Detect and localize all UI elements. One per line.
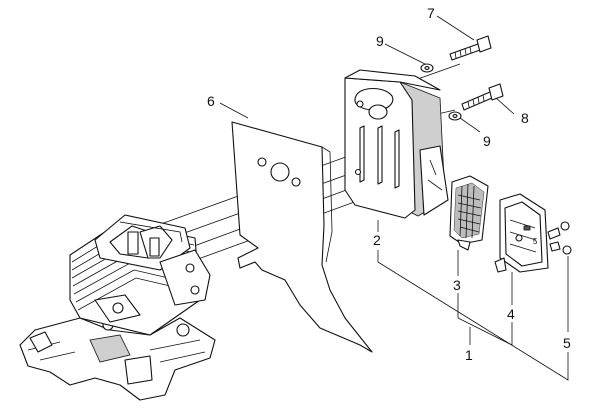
- callout-3: 3: [453, 277, 461, 293]
- svg-text:5: 5: [533, 237, 538, 246]
- cover-screws: [547, 221, 572, 255]
- callout-labels: 7 9 6 8 9 2 3 4 5 1: [207, 5, 571, 363]
- callout-6: 6: [207, 93, 215, 109]
- muffler-cover: 5: [494, 193, 549, 273]
- washer-9-lower: [448, 111, 462, 121]
- heat-shield-plate: [231, 121, 373, 353]
- callout-5: 5: [563, 335, 571, 351]
- leader-lines: [219, 15, 569, 381]
- bolt-8: [461, 83, 504, 111]
- washer-9-upper: [420, 63, 434, 73]
- callout-7: 7: [427, 5, 435, 21]
- callout-8: 8: [521, 110, 529, 126]
- bolt-7: [449, 35, 492, 61]
- callout-9-lower: 9: [483, 133, 491, 149]
- callout-1: 1: [465, 347, 473, 363]
- callout-4: 4: [507, 306, 515, 322]
- callout-9-upper: 9: [376, 33, 384, 49]
- spark-arrestor-screen: [449, 175, 489, 251]
- muffler-body: [344, 69, 449, 219]
- engine-cylinder-assembly: [19, 214, 216, 401]
- callout-2: 2: [373, 232, 381, 248]
